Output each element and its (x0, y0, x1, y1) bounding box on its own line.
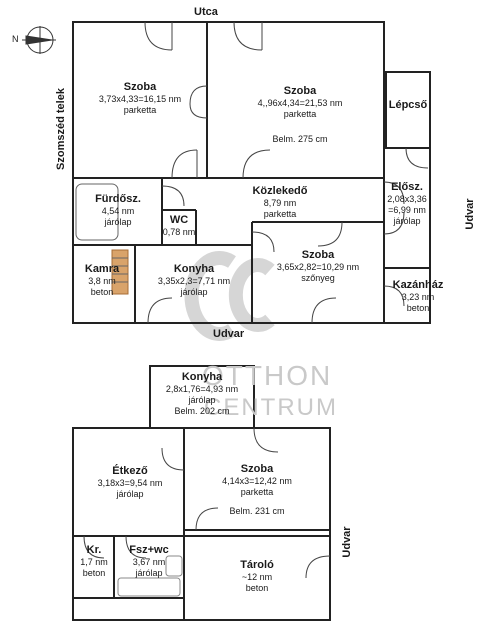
room-dims: 3,18x3=9,54 nm (97, 478, 163, 488)
room-floor: beton (90, 287, 114, 297)
room-name: Fürdősz. (95, 193, 141, 205)
room-kazanhaz: Kazánház 3,23 nm beton (386, 278, 450, 314)
room-height: Belm. 202 cm (174, 406, 230, 416)
room-dims: 4,54 nm (101, 206, 135, 216)
room-name: Kazánház (392, 279, 444, 291)
room-name: Szoba (240, 463, 274, 475)
room-kamra: Kamra 3,8 nm beton (76, 262, 128, 298)
room-name: Elősz. (391, 181, 423, 193)
lower-doors (83, 427, 331, 579)
room-dims: 1,7 nm (80, 557, 108, 567)
label-east-lower: Udvar (341, 526, 353, 558)
room-height: Belm. 231 cm (229, 506, 285, 516)
room-szoba-1: Szoba 3,73x4,33=16,15 nm parketta (80, 80, 200, 116)
label-east-upper: Udvar (464, 198, 476, 230)
room-name: Fsz+wc (129, 544, 169, 556)
upper-doors (144, 21, 429, 324)
room-name: Kr. (86, 544, 102, 556)
room-dims: 3,73x4,33=16,15 nm (98, 94, 182, 104)
room-name: WC (169, 214, 189, 226)
room-dims: 3,8 nm (88, 276, 116, 286)
room-kozlekedo: Közlekedő 8,79 nm parketta (230, 184, 330, 220)
room-dims: 3,35x2,3=7,71 nm (157, 276, 231, 286)
room-floor: járólap (180, 287, 208, 297)
room-dims: 8,79 nm (263, 198, 297, 208)
room-dims: 3,65x2,82=10,29 nm (276, 262, 360, 272)
compass-label: N (12, 34, 19, 44)
upper-fixtures (75, 183, 129, 295)
room-etkezo: Étkező 3,18x3=9,54 nm járólap (78, 464, 182, 500)
room-name: Étkező (112, 465, 148, 477)
room-floor: parketta (123, 105, 157, 115)
lower-fixtures (117, 555, 183, 597)
room-name: Közlekedő (252, 185, 308, 197)
room-floor: parketta (240, 487, 274, 497)
lower-outline (72, 427, 331, 621)
label-middle: Udvar (213, 328, 245, 340)
room-name: Lépcső (388, 99, 428, 111)
room-floor: beton (406, 303, 430, 313)
room-dims: 0,78 nm (162, 227, 196, 237)
room-floor: járólap (393, 216, 421, 226)
room-name: Szoba (283, 85, 317, 97)
room-dims: 2,8x1,76=4,93 nm (165, 384, 239, 394)
room-dims: 4,14x3=12,42 nm (222, 476, 292, 486)
room-name: Konyha (173, 263, 215, 275)
lower-building-walls (72, 365, 331, 621)
room-name: Szoba (301, 249, 335, 261)
room-floor: parketta (263, 209, 297, 219)
room-dims-2: =6,99 nm (388, 205, 426, 215)
room-szoba-4: Szoba 4,14x3=12,42 nm parketta Belm. 231… (196, 462, 318, 517)
room-floor: járólap (188, 395, 216, 405)
room-dims: ~12 nm (241, 572, 273, 582)
room-furdo: Fürdősz. 4,54 nm járólap (76, 192, 160, 228)
compass-icon (22, 26, 56, 54)
room-name: Szoba (123, 81, 157, 93)
room-dims: 2,08x3,36 (387, 194, 427, 204)
room-fsz-wc: Fsz+wc 3,67 nm járólap (116, 543, 182, 579)
room-tarolo: Tároló ~12 nm beton (212, 558, 302, 594)
room-floor: járólap (104, 217, 132, 227)
room-dims: 4,,96x4,34=21,53 nm (257, 98, 343, 108)
room-lepcso: Lépcső (386, 98, 430, 112)
room-elosz: Elősz. 2,08x3,36 =6,99 nm járólap (384, 180, 430, 227)
room-wc: WC 0,78 nm (161, 213, 197, 238)
room-konyha-1: Konyha 3,35x2,3=7,71 nm járólap (140, 262, 248, 298)
room-dims: 3,23 nm (401, 292, 435, 302)
room-floor: parketta (283, 109, 317, 119)
room-kr: Kr. 1,7 nm beton (74, 543, 114, 579)
label-west: Szomszéd telek (55, 88, 67, 170)
room-szoba-3: Szoba 3,65x2,82=10,29 nm szőnyeg (258, 248, 378, 284)
label-north: Utca (194, 6, 218, 18)
watermark-line2: CENTRUM (204, 394, 338, 421)
room-name: Tároló (240, 559, 274, 571)
room-szoba-2: Szoba 4,,96x4,34=21,53 nm parketta Belm.… (236, 84, 364, 145)
room-floor: beton (245, 583, 269, 593)
room-konyha-2: Konyha 2,8x1,76=4,93 nm járólap Belm. 20… (152, 370, 252, 417)
room-name: Konyha (181, 371, 223, 383)
watermark-line1: OTTHON (202, 360, 333, 391)
room-floor: járólap (135, 568, 163, 578)
room-floor: beton (82, 568, 106, 578)
room-height: Belm. 275 cm (272, 134, 328, 144)
upper-building-walls (72, 21, 431, 324)
room-floor: szőnyeg (301, 273, 335, 283)
room-floor: járólap (116, 489, 144, 499)
kazan-outline (383, 267, 431, 324)
room-dims: 3,67 nm (132, 557, 166, 567)
room-name: Kamra (84, 263, 120, 275)
watermark-logo (184, 251, 275, 341)
